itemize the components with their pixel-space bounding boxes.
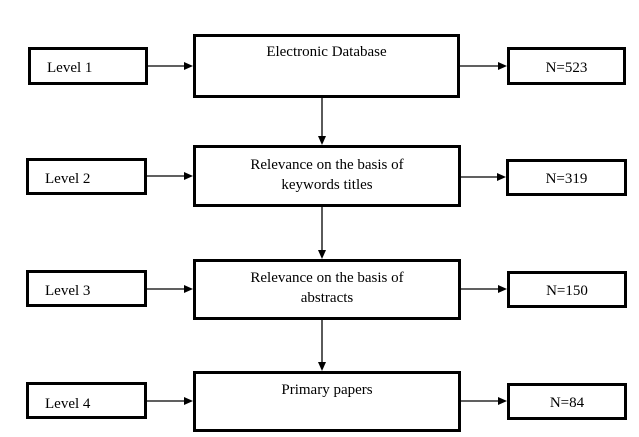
level-label-1: Level 1 [47,60,93,76]
level-label-4: Level 4 [45,396,91,412]
stage-text-3-line-2: abstracts [300,290,354,306]
count-label-4: N=84 [549,395,585,411]
level-box-3: Level 3 [26,270,147,307]
stage-box-2: Relevance on the basis of keywords title… [193,145,461,207]
count-label-1: N=523 [545,60,588,76]
level-box-2: Level 2 [26,158,147,195]
count-label-3: N=150 [546,283,588,299]
level-box-4: Level 4 [26,382,147,419]
level-box-1: Level 1 [28,47,148,85]
stage-text-3-line-1: Relevance on the basis of [250,270,404,286]
arrow-stage-1-to-count-1 [460,62,507,70]
stage-box-4: Primary papers [193,371,461,432]
level-label-2: Level 2 [45,171,91,187]
arrow-stage-2-to-stage-3 [318,207,326,259]
arrow-stage-3-to-count-3 [461,285,507,293]
stage-text-4-line-1: Primary papers [281,382,373,398]
count-box-2: N=319 [506,159,627,196]
arrow-stage-2-to-count-2 [461,173,506,181]
stage-text-2-line-2: keywords titles [281,177,373,193]
stage-box-3: Relevance on the basis of abstracts [193,259,461,320]
count-box-3: N=150 [507,271,627,308]
count-box-1: N=523 [507,47,626,85]
arrow-level-1-to-stage-1 [148,62,193,70]
count-box-4: N=84 [507,383,627,420]
arrow-stage-4-to-count-4 [461,397,507,405]
arrow-stage-3-to-stage-4 [318,320,326,371]
arrow-level-3-to-stage-3 [147,285,193,293]
stage-text-2-line-1: Relevance on the basis of [250,157,404,173]
stage-text-1-line-1: Electronic Database [266,44,387,60]
arrow-stage-1-to-stage-2 [318,98,326,145]
arrow-level-2-to-stage-2 [147,172,193,180]
arrow-level-4-to-stage-4 [147,397,193,405]
count-label-2: N=319 [545,171,588,187]
stage-box-1: Electronic Database [193,34,460,98]
level-label-3: Level 3 [45,283,91,299]
